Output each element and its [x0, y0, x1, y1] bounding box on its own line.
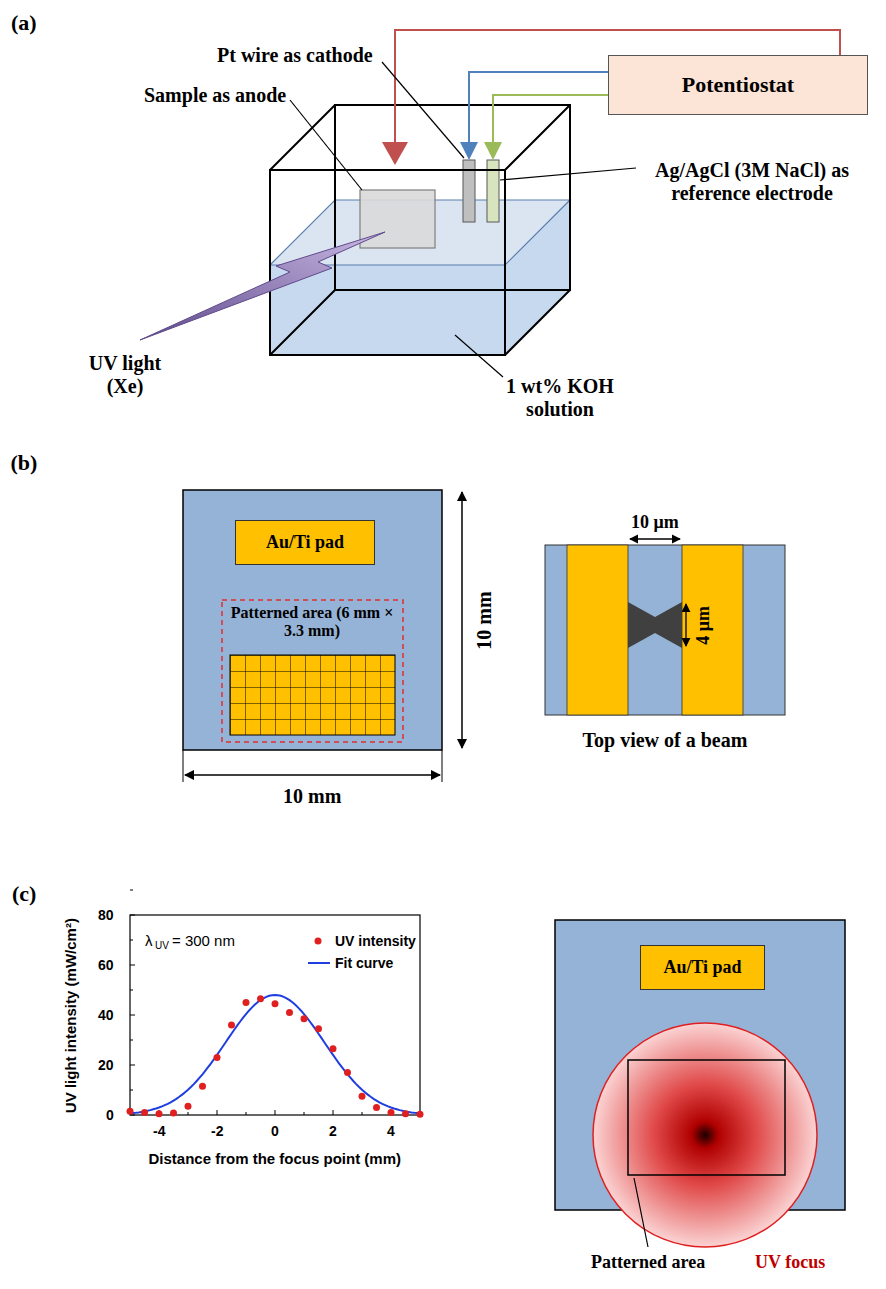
label: Patterned area (6 mm × 3.3 mm): [220, 604, 405, 641]
box: Au/Ti pad: [235, 520, 375, 565]
box: Au/Ti pad: [640, 945, 765, 990]
label: Ag/AgCl (3M NaCl) as reference electrode: [645, 159, 860, 205]
label: Pt wire as cathode: [217, 44, 373, 67]
label: 0: [106, 1107, 114, 1123]
label: 1 wt% KOH solution: [475, 375, 645, 421]
label: 10 μm: [631, 512, 679, 533]
label: -2: [211, 1123, 223, 1139]
label: λ: [145, 932, 153, 949]
label: 2: [329, 1123, 337, 1139]
label: (c): [12, 881, 36, 906]
label: 10 mm: [473, 591, 496, 649]
label: UV light (Xe): [70, 352, 180, 398]
label: 10 mm: [283, 785, 341, 808]
label: 20: [98, 1057, 114, 1073]
label: -4: [153, 1123, 165, 1139]
label: UV focus: [755, 1252, 825, 1273]
label: = 300 nm: [172, 932, 235, 949]
label: 0: [271, 1123, 279, 1139]
label: Top view of a beam: [583, 729, 748, 752]
box-text: Au/Ti pad: [663, 957, 741, 978]
label: (b): [11, 450, 38, 475]
legend-text: UV intensity: [335, 933, 416, 949]
label: 60: [98, 957, 114, 973]
label: Distance from the focus point (mm): [149, 1150, 402, 1167]
label: 40: [98, 1007, 114, 1023]
label: UV light intensity (mW/cm²): [61, 918, 78, 1113]
box-text: Au/Ti pad: [266, 532, 344, 553]
label: (a): [11, 10, 37, 35]
legend-text: Fit curve: [335, 955, 393, 971]
label: UV: [155, 940, 169, 952]
label: Sample as anode: [144, 84, 286, 107]
label: 80: [98, 907, 114, 923]
label: Patterned area: [591, 1252, 705, 1273]
box-text: Potentiostat: [682, 72, 794, 98]
label: 4: [387, 1123, 395, 1139]
box: Potentiostat: [608, 55, 868, 115]
label: 4 μm: [693, 605, 714, 644]
